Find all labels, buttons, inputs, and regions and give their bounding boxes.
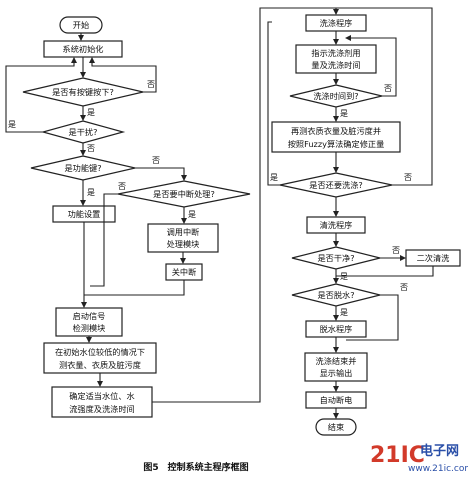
svg-text:是: 是: [188, 210, 196, 219]
svg-text:自动断电: 自动断电: [320, 395, 353, 405]
svg-text:是: 是: [87, 108, 95, 117]
svg-text:是: 是: [87, 188, 95, 197]
power-off-box: 自动断电: [305, 391, 367, 409]
watermark-logo: 21IC 电子网 www.21ic.com: [370, 443, 468, 474]
decision-function-key: 是功能键?: [30, 155, 136, 181]
svg-text:洗涤时间到?: 洗涤时间到?: [313, 91, 358, 101]
svg-text:是否还要洗涤?: 是否还要洗涤?: [309, 180, 362, 190]
second-rinse-box: 二次清洗: [405, 249, 461, 267]
figure-caption: 图5 控制系统主程序框图: [143, 461, 248, 473]
end-box: 洗涤结束并 显示输出: [304, 352, 368, 382]
svg-text:脱水程序: 脱水程序: [320, 324, 353, 334]
svg-text:检测模块: 检测模块: [73, 323, 106, 333]
svg-text:启动信号: 启动信号: [73, 311, 106, 321]
call-interrupt-box: 调用中断 处理模块: [147, 223, 219, 253]
svg-text:关中断: 关中断: [172, 267, 197, 277]
svg-text:是干扰?: 是干扰?: [69, 127, 98, 137]
svg-text:流强度及洗涤时间: 流强度及洗涤时间: [69, 404, 135, 414]
finish-node: 结束: [315, 418, 357, 436]
svg-text:系统初始化: 系统初始化: [63, 44, 104, 54]
svg-text:否: 否: [392, 246, 400, 255]
svg-text:洗涤程序: 洗涤程序: [320, 18, 353, 28]
rinse-box: 清洗程序: [306, 216, 366, 234]
decision-wash-time: 洗涤时间到?: [289, 84, 383, 108]
svg-text:二次清洗: 二次清洗: [417, 253, 450, 263]
svg-text:否: 否: [152, 156, 160, 165]
svg-text:否: 否: [118, 182, 126, 191]
svg-text:是功能键?: 是功能键?: [64, 163, 101, 173]
svg-text:在初始水位较低的情况下: 在初始水位较低的情况下: [55, 347, 145, 357]
svg-text:是否有按键按下?: 是否有按键按下?: [52, 87, 114, 97]
svg-text:再测衣质衣量及脏污度并: 再测衣质衣量及脏污度并: [291, 126, 381, 136]
svg-text:否: 否: [400, 283, 408, 292]
svg-text:是: 是: [340, 109, 348, 118]
svg-text:处理模块: 处理模块: [167, 239, 200, 249]
svg-text:是否干净?: 是否干净?: [317, 253, 354, 263]
svg-text:否: 否: [384, 84, 392, 93]
svg-text:否: 否: [404, 173, 412, 182]
svg-text:指示洗涤剂用: 指示洗涤剂用: [311, 48, 360, 58]
svg-text:清洗程序: 清洗程序: [320, 220, 353, 230]
svg-text:是否脱水?: 是否脱水?: [317, 290, 354, 300]
svg-text:测衣量、衣质及脏污度: 测衣量、衣质及脏污度: [59, 360, 141, 370]
svg-text:是: 是: [340, 272, 348, 281]
svg-text:确定适当水位、水: 确定适当水位、水: [69, 391, 135, 401]
svg-text:洗涤结束并: 洗涤结束并: [316, 356, 357, 366]
close-interrupt-box: 关中断: [165, 263, 203, 281]
svg-text:是: 是: [270, 173, 278, 182]
svg-text:否: 否: [147, 80, 155, 89]
decision-key-pressed: 是否有按键按下?: [22, 77, 144, 107]
svg-text:量及洗涤时间: 量及洗涤时间: [311, 60, 360, 70]
low-water-box: 在初始水位较低的情况下 测衣量、衣质及脏污度: [43, 342, 157, 374]
func-set-box: 功能设置: [52, 205, 116, 223]
svg-text:显示输出: 显示输出: [320, 368, 353, 378]
svg-text:按照Fuzzy算法确定修正量: 按照Fuzzy算法确定修正量: [288, 139, 385, 149]
show-amount-box: 指示洗涤剂用 量及洗涤时间: [295, 44, 377, 74]
decision-clean: 是否干净?: [291, 246, 381, 270]
remeasure-box: 再测衣质衣量及脏污度并 按照Fuzzy算法确定修正量: [271, 121, 401, 153]
svg-text:www.21ic.com: www.21ic.com: [408, 464, 468, 474]
decision-interference: 是干扰?: [40, 120, 126, 144]
svg-text:功能设置: 功能设置: [68, 209, 101, 219]
decision-dehydrate: 是否脱水?: [291, 283, 381, 307]
svg-text:21IC: 21IC: [370, 443, 425, 468]
svg-text:调用中断: 调用中断: [167, 227, 200, 237]
svg-text:开始: 开始: [73, 20, 89, 30]
svg-text:是否要中断处理?: 是否要中断处理?: [153, 189, 215, 199]
start-signal-box: 启动信号 检测模块: [55, 307, 123, 337]
start-node: 开始: [59, 16, 103, 34]
decision-interrupt: 是否要中断处理?: [117, 180, 251, 208]
svg-text:电子网: 电子网: [420, 443, 459, 459]
init-box: 系统初始化: [43, 40, 123, 58]
svg-text:否: 否: [87, 144, 95, 153]
dehydrate-box: 脱水程序: [305, 320, 367, 338]
svg-text:结束: 结束: [328, 422, 344, 432]
wash-box: 洗涤程序: [305, 14, 367, 32]
svg-text:是: 是: [340, 308, 348, 317]
determine-box: 确定适当水位、水 流强度及洗涤时间: [51, 386, 153, 418]
decision-need-wash: 是否还要洗涤?: [279, 172, 393, 198]
svg-text:是: 是: [8, 120, 16, 129]
